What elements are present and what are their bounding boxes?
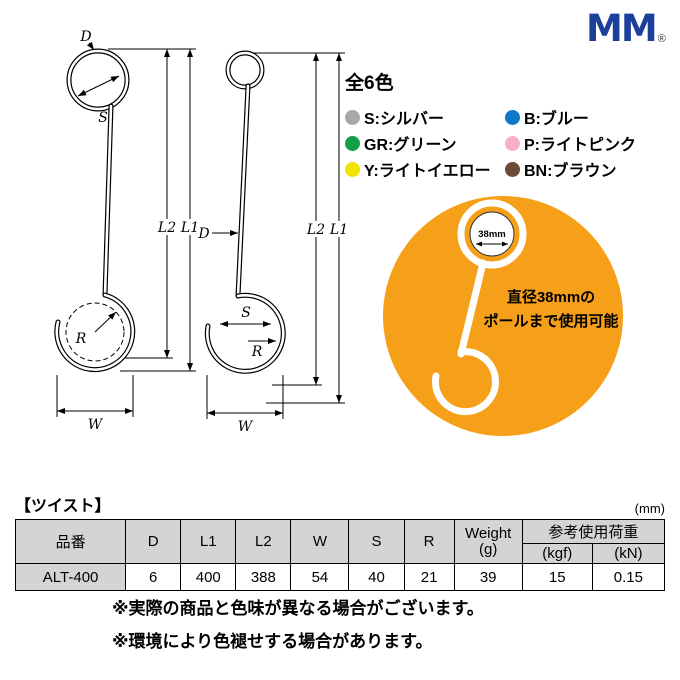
spec-table: 品番 D L1 L2 W S R Weight (g) 参考使用荷重 (kgf)… (14, 519, 666, 591)
color-options-title: 全6色 (345, 73, 394, 94)
hook2-dimensions: D S R W L2 L1 (197, 52, 349, 435)
dim-label-r: R (251, 344, 263, 360)
col-header-kgf: (kgf) (521, 543, 593, 564)
color-options-grid: S:シルバー GR:グリーン Y:ライトイエロー B:ブルー P:ライトピンク … (345, 104, 636, 182)
cell-kn: 0.15 (591, 563, 666, 591)
color-option-label: S:シルバー (364, 111, 445, 128)
table-header-row-2: (kgf) (kN) (16, 543, 666, 564)
cell-part-number: ALT-400 (14, 563, 127, 591)
section-title: 【ツイスト】 (15, 498, 111, 515)
col-header-d: D (125, 519, 182, 564)
cell-d: 6 (125, 563, 182, 591)
dim-label-s: S (241, 305, 251, 321)
color-option-light-pink: P:ライトピンク (505, 130, 636, 156)
cell-l1: 400 (180, 563, 237, 591)
note-color-difference: ※実際の商品と色味が異なる場合がございます。 (112, 599, 484, 618)
col-header-l2: L2 (235, 519, 292, 564)
badge-caption-line1: 直径38mmの (507, 288, 595, 306)
cell-w: 54 (290, 563, 350, 591)
color-swatch-blue (505, 109, 520, 125)
color-swatch-brown (505, 161, 520, 177)
brand-logo: MM ® (586, 10, 666, 47)
dim-label-l1: L1 (329, 222, 348, 238)
color-swatch-green (345, 135, 360, 151)
registered-trademark-icon: ® (657, 32, 666, 45)
cell-weight: 39 (453, 563, 523, 591)
badge-hook-illustration (431, 199, 527, 416)
table-header-row-1: 品番 D L1 L2 W S R Weight (g) 参考使用荷重 (14, 519, 666, 564)
col-header-part-number: 品番 (14, 519, 127, 564)
color-option-label: Y:ライトイエロー (364, 163, 491, 180)
cell-kgf: 15 (521, 563, 593, 591)
color-options: 全6色 S:シルバー GR:グリーン Y:ライトイエロー B:ブルー P:ライト… (345, 68, 636, 182)
pole-diameter-label: 38mm (478, 229, 505, 240)
hook-view-front (54, 48, 136, 373)
cell-s: 40 (348, 563, 405, 591)
spec-section-header: 【ツイスト】 (mm) (15, 492, 665, 516)
col-header-weight-line2: (g) (478, 540, 498, 558)
col-header-w: W (290, 519, 350, 564)
dim-label-d: D (79, 29, 91, 45)
col-header-weight: Weight (g) (453, 519, 523, 564)
color-option-blue: B:ブルー (505, 104, 636, 130)
dim-arrow-s (77, 75, 120, 97)
color-option-green: GR:グリーン (345, 130, 505, 156)
unit-label: (mm) (634, 501, 665, 516)
disclaimer-notes: ※実際の商品と色味が異なる場合がございます。 ※環境により色褪せする場合がありま… (112, 594, 484, 660)
col-header-l1: L1 (180, 519, 237, 564)
hook-view-side (204, 50, 286, 374)
color-swatch-light-yellow (345, 161, 360, 177)
col-header-kn: (kN) (591, 543, 666, 564)
cell-l2: 388 (235, 563, 292, 591)
dim-label-l2: L2 (157, 220, 176, 236)
dim-arrow-d (86, 41, 95, 51)
color-option-silver: S:シルバー (345, 104, 505, 130)
col-header-working-load: 参考使用荷重 (521, 519, 666, 544)
color-swatch-light-pink (505, 135, 520, 151)
color-swatch-silver (345, 109, 360, 125)
dim-label-d: D (197, 226, 209, 242)
note-fading: ※環境により色褪せする場合があります。 (112, 632, 433, 651)
col-header-weight-line1: Weight (464, 524, 512, 542)
brand-logo-text: MM (586, 7, 658, 50)
dim-label-w: W (88, 417, 104, 433)
dim-label-w: W (238, 419, 254, 435)
spec-section: 【ツイスト】 (mm) 品番 D L1 L2 W S R Weight (g) (14, 492, 666, 591)
usage-badge: 38mm 直径38mmの ポールまで使用可能 (383, 196, 623, 436)
color-option-label: BN:ブラウン (524, 163, 617, 180)
dim-label-l2: L2 (306, 222, 325, 238)
dim-label-s: S (98, 110, 108, 126)
color-option-light-yellow: Y:ライトイエロー (345, 156, 505, 182)
badge-caption-line2: ポールまで使用可能 (483, 312, 618, 330)
radius-reference-circle (65, 302, 125, 362)
usage-badge-graphic: 38mm 直径38mmの ポールまで使用可能 (431, 199, 619, 416)
dim-label-r: R (75, 331, 87, 347)
dim-label-l1: L1 (180, 220, 199, 236)
color-option-brown: BN:ブラウン (505, 156, 636, 182)
color-option-label: B:ブルー (524, 111, 589, 128)
cell-r: 21 (403, 563, 455, 591)
col-header-s: S (348, 519, 405, 564)
dim-arrow-r (94, 311, 117, 333)
col-header-r: R (403, 519, 455, 564)
color-option-label: GR:グリーン (364, 137, 457, 154)
technical-drawing: D S R W L2 L1 (54, 29, 349, 435)
color-option-label: P:ライトピンク (524, 137, 637, 154)
table-row: ALT-400 6 400 388 54 40 21 39 15 0.15 (14, 563, 666, 591)
hook1-dimensions: D S R W L2 L1 (56, 29, 200, 433)
